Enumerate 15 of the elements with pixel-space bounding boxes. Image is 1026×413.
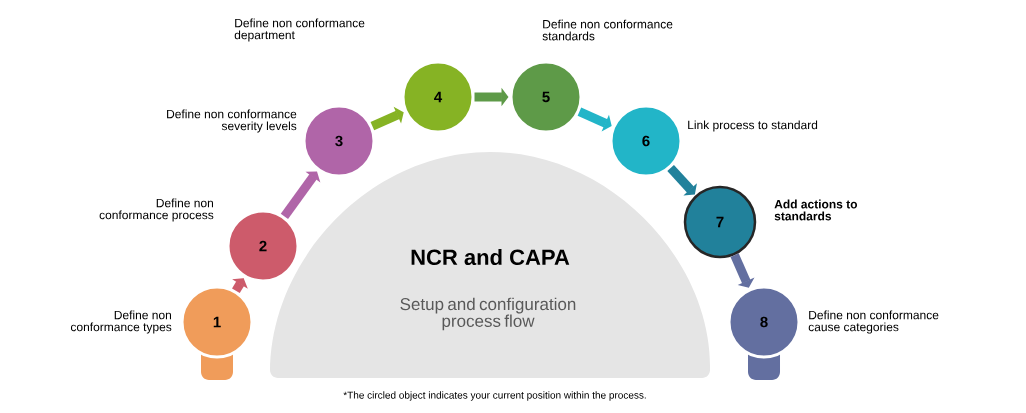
step-label: Define non conformance severity levels [167,109,297,133]
title: NCR and CAPA [411,248,570,266]
step-label: Define non conformance cause categories [808,310,939,334]
step-label: Define non conformance types [70,310,172,334]
step-label: Define non conformance standards [542,19,673,41]
step-label: Define non conformance department [234,18,365,42]
step-label: Link process to standard [688,120,818,132]
chevron-arrow [730,253,755,288]
footnote: *The circled object indicates your current position within the process. [343,391,646,401]
chevron-arrow [667,164,697,196]
step-label: Define non conformance process [99,198,214,222]
chevron-arrow [370,106,404,131]
step-label: Add actions to standards [774,199,858,221]
semicircle-panel [270,152,710,378]
subtitle: Setup and configuration process flow [400,297,576,331]
